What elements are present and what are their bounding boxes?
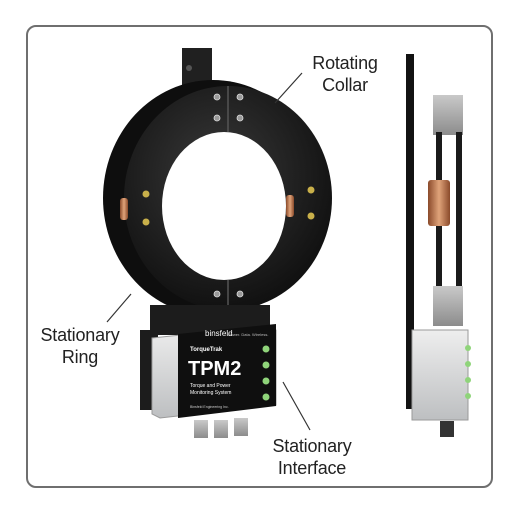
side-view: [406, 54, 471, 437]
stationary-interface-label: Stationary Interface: [272, 436, 352, 478]
product-desc-line-1: Torque and Power: [190, 383, 231, 389]
ring-callout-line: [106, 293, 132, 323]
stationary-ring-label: Stationary Ring: [40, 325, 120, 367]
product-model: TPM2: [188, 358, 241, 380]
collar-callout-line: [274, 72, 303, 104]
brand-tagline: Power. Data. Wireless.: [228, 332, 268, 337]
rotating-collar: [120, 86, 332, 318]
product-line: TorqueTrak: [190, 347, 223, 353]
brand-logo: binsfeld: [205, 329, 233, 338]
product-desc-line-2: Monitoring System: [190, 390, 231, 396]
maker-text: Binsfeld Engineering Inc.: [190, 405, 229, 409]
interface-callout-line: [282, 381, 311, 431]
interface-housing: [151, 324, 277, 438]
rotating-collar-label: Rotating Collar: [312, 53, 378, 95]
